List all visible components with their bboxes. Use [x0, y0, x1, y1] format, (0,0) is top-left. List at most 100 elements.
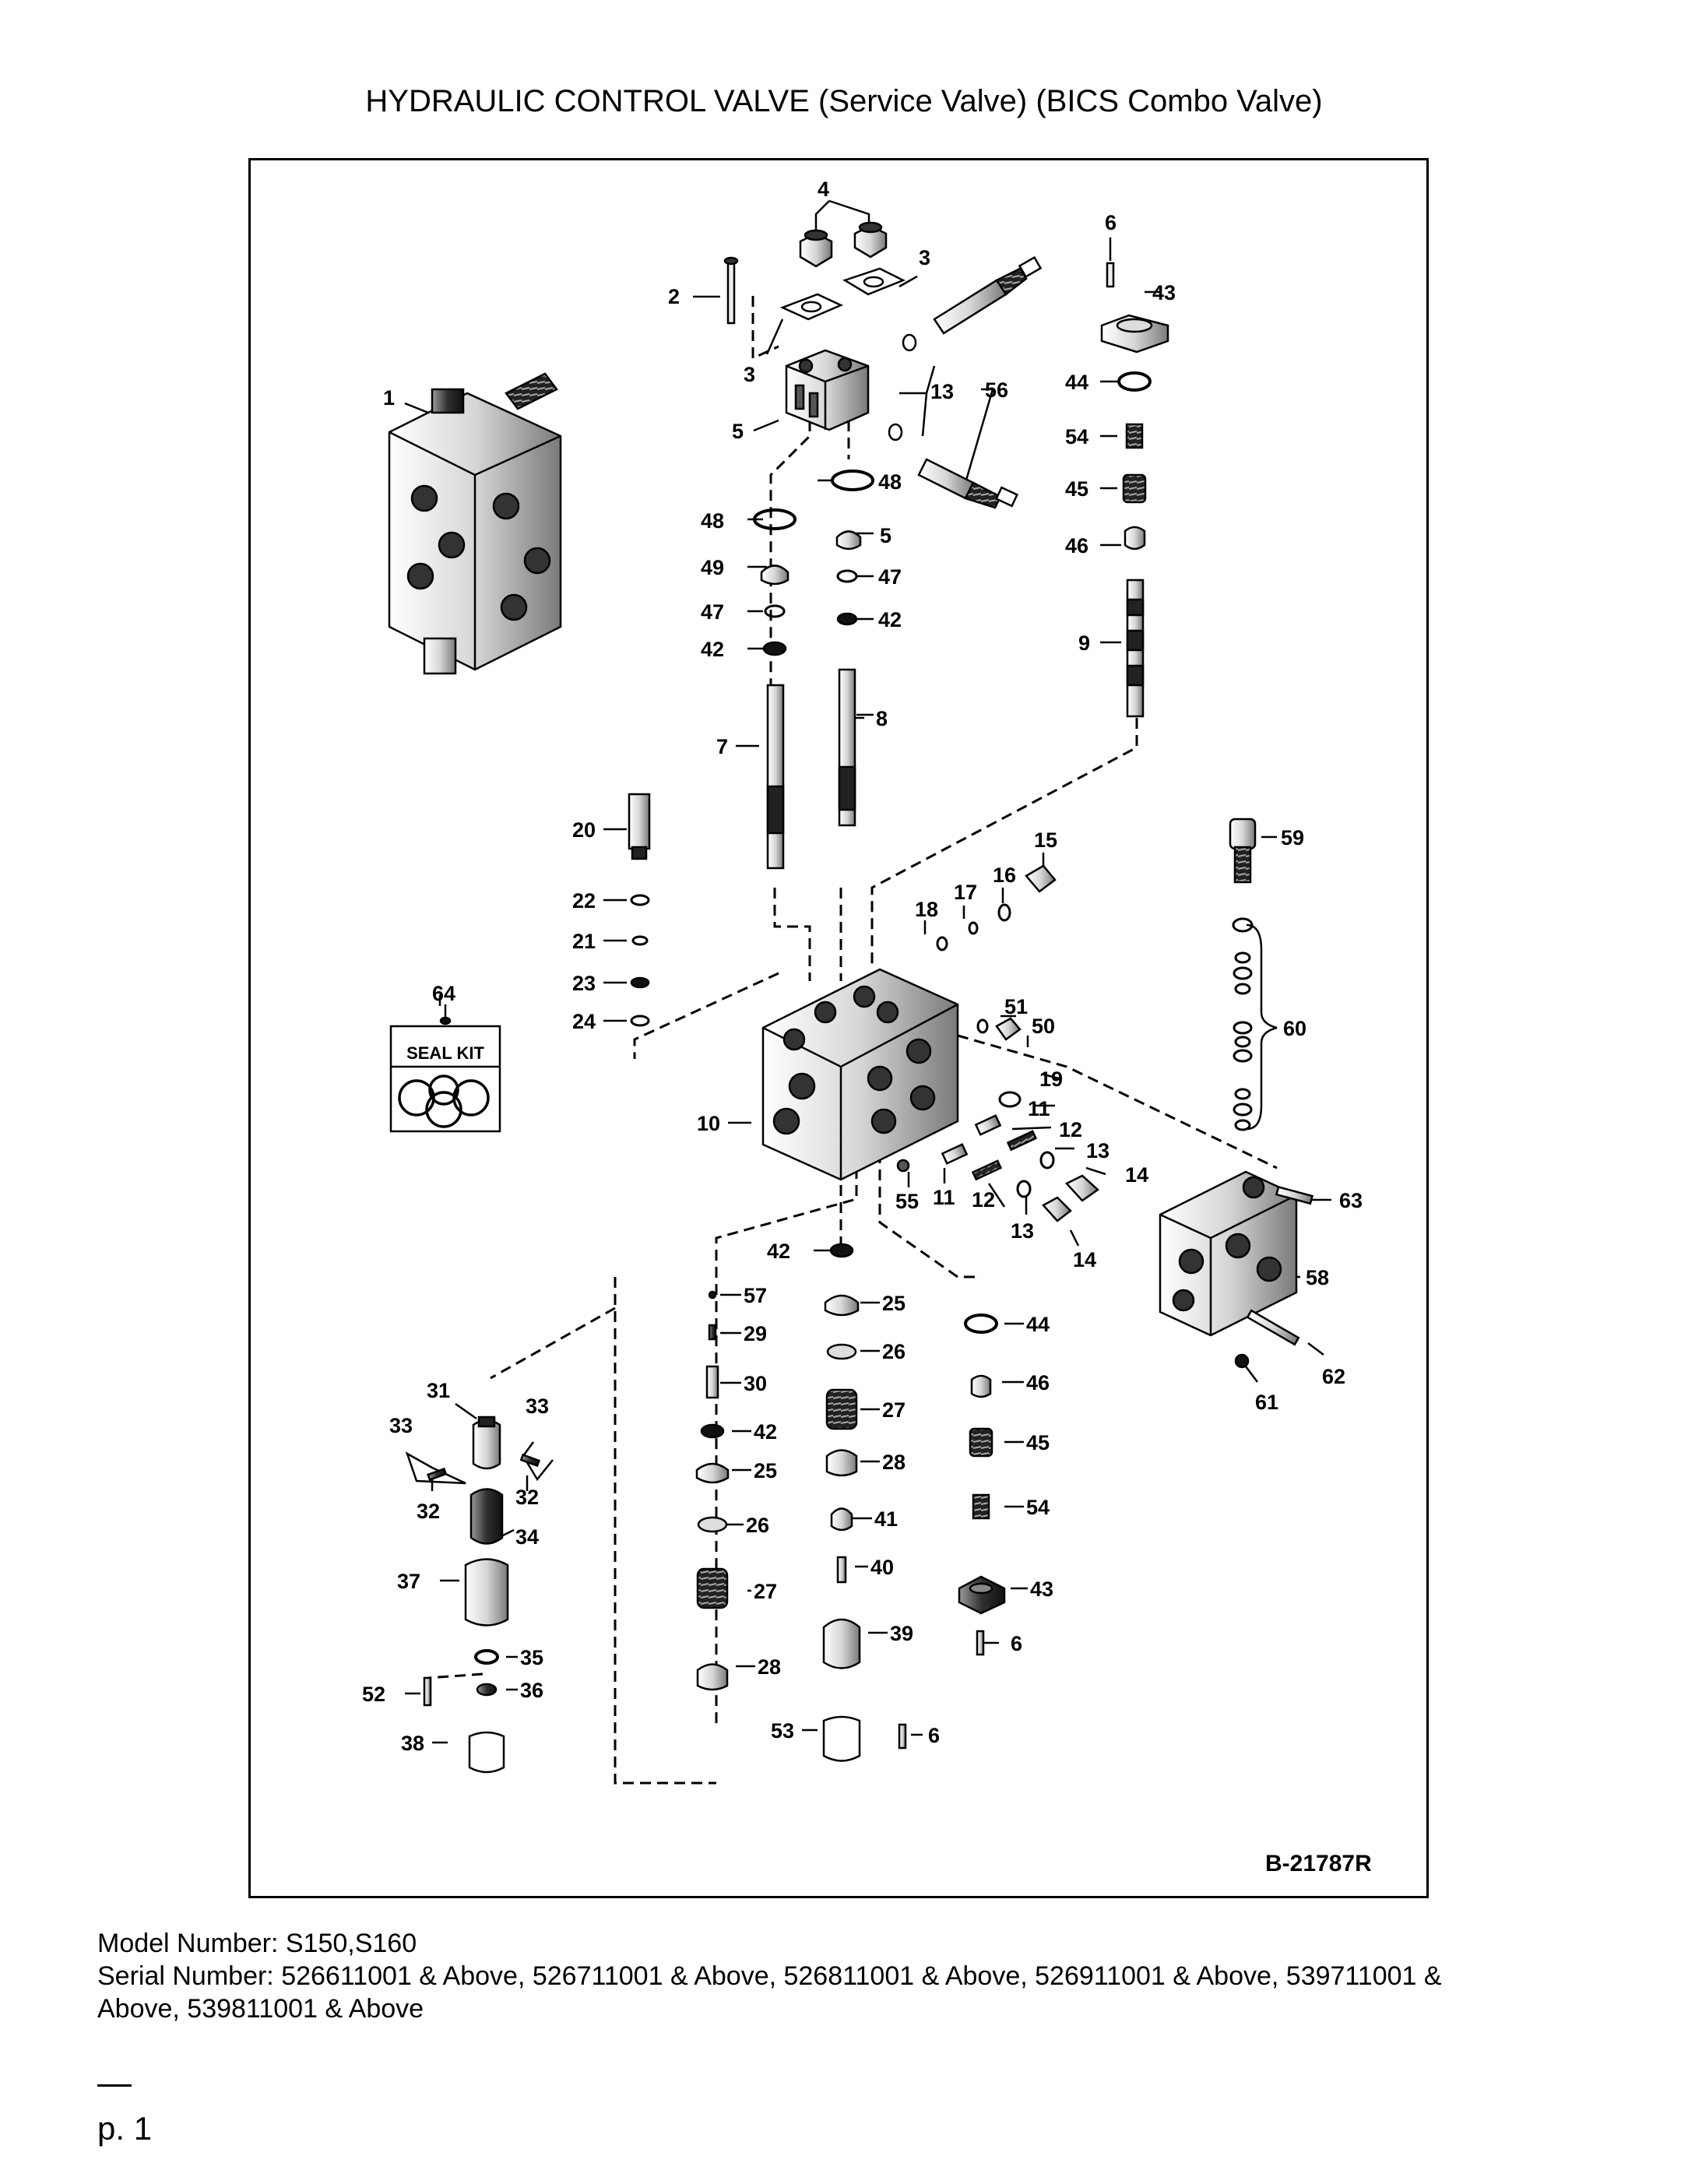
callout-2: 2: [668, 285, 680, 308]
callout-30: 30: [744, 1372, 767, 1395]
callout-60: 60: [1283, 1017, 1306, 1040]
part-6-screw-b: [976, 1630, 985, 1656]
callout-21: 21: [572, 930, 596, 953]
callout-9: 9: [1078, 631, 1090, 655]
part-1-valve-assembly: [388, 372, 562, 675]
part-23-oring: [630, 976, 650, 989]
part-5-washer: [835, 530, 862, 550]
part-28-seat-b: [696, 1663, 729, 1691]
callout-45: 45: [1065, 477, 1088, 501]
serial-number-line-1: Serial Number: 526611001 & Above, 526711…: [97, 1961, 1442, 1991]
part-28-seat-a: [825, 1449, 858, 1477]
callout-12: 12: [972, 1188, 995, 1212]
part-19-oring: [998, 1091, 1022, 1108]
part-56-solenoid-upper: [933, 255, 1043, 335]
part-39-cap: [822, 1618, 861, 1669]
callout-5: 5: [732, 420, 744, 443]
part-24-oring: [630, 1015, 650, 1027]
part-47-oring-a: [836, 569, 858, 583]
callout-1: 1: [383, 386, 395, 410]
part-63-bolt: [1275, 1185, 1314, 1205]
part-38-sleeve: [468, 1731, 505, 1774]
part-35-washer: [474, 1649, 499, 1665]
callout-33: 33: [526, 1394, 549, 1418]
part-14-plug-a: [1064, 1174, 1100, 1202]
part-13-oring-a: [1039, 1151, 1055, 1169]
callout-3: 3: [919, 246, 930, 269]
part-2-bolt: [726, 259, 736, 325]
part-45-spring-b: [969, 1427, 993, 1458]
callout-4: 4: [818, 178, 829, 201]
callout-11: 11: [1028, 1097, 1050, 1120]
part-48-oring-b: [753, 508, 797, 530]
callout-52: 52: [362, 1683, 385, 1706]
part-11-poppet-b: [941, 1143, 969, 1165]
part-22-oring: [630, 894, 650, 906]
callout-28: 28: [758, 1655, 781, 1679]
callout-44: 44: [1026, 1313, 1050, 1336]
part-46-seat-b: [970, 1374, 992, 1398]
callout-6: 6: [928, 1724, 940, 1747]
callout-44: 44: [1065, 371, 1088, 394]
part-32-pin-b: [519, 1453, 540, 1468]
part-14-plug-b: [1042, 1196, 1072, 1222]
callout-58: 58: [1306, 1266, 1329, 1289]
callout-61: 61: [1255, 1391, 1278, 1414]
part-11-poppet-a: [974, 1114, 1002, 1136]
part-16-oring: [997, 903, 1011, 922]
callout-56: 56: [985, 378, 1008, 402]
part-44-oring-top: [1117, 371, 1152, 392]
callout-49: 49: [701, 556, 724, 579]
callout-34: 34: [515, 1525, 539, 1549]
callout-7: 7: [716, 735, 728, 758]
part-50-plug: [995, 1017, 1022, 1041]
callout-55: 55: [895, 1190, 919, 1213]
callout-43: 43: [1152, 281, 1176, 304]
callout-27: 27: [882, 1398, 906, 1422]
callout-6: 6: [1105, 211, 1117, 234]
part-25-washer-b: [695, 1462, 730, 1484]
callout-18: 18: [915, 898, 938, 921]
callout-53: 53: [771, 1719, 794, 1743]
page-number-rule: [97, 2084, 132, 2087]
callout-13: 13: [1086, 1139, 1110, 1162]
callout-14: 14: [1073, 1248, 1096, 1271]
part-59-relief: [1229, 818, 1257, 884]
callout-15: 15: [1034, 828, 1057, 852]
part-27-spring-b: [696, 1567, 729, 1609]
callout-42: 42: [767, 1240, 790, 1263]
part-34-coil: [469, 1488, 504, 1545]
callout-17: 17: [954, 881, 977, 904]
page-number: p. 1: [97, 2110, 153, 2147]
part-37-housing: [464, 1558, 509, 1627]
part-57-ball: [708, 1290, 717, 1299]
callout-labels: 4 3 2 3 5 13 56 6 43 44 54 45 46 9 48 48…: [362, 178, 1363, 1755]
part-42-oring-c: [829, 1243, 854, 1258]
callout-19: 19: [1039, 1067, 1063, 1091]
part-54-spring-top: [1125, 423, 1144, 449]
callout-48: 48: [878, 470, 902, 494]
callout-42: 42: [701, 638, 724, 661]
leader-lines: [404, 199, 1331, 1744]
callout-63: 63: [1339, 1189, 1363, 1212]
callout-43: 43: [1030, 1577, 1053, 1601]
part-41-poppet: [830, 1507, 853, 1532]
model-number: Model Number: S150,S160: [97, 1929, 417, 1958]
callout-62: 62: [1322, 1365, 1345, 1388]
part-61-ball: [1234, 1353, 1250, 1369]
part-9-spool: [1126, 579, 1145, 718]
part-43-cap-b: [958, 1575, 1006, 1615]
part-42-oring-a: [836, 612, 858, 626]
part-64-seal-kit: [389, 1016, 501, 1133]
callout-26: 26: [882, 1340, 906, 1363]
callout-31: 31: [427, 1379, 450, 1402]
callout-46: 46: [1026, 1371, 1050, 1394]
part-52-screw: [423, 1676, 432, 1707]
part-27-spring-a: [825, 1388, 858, 1430]
part-60-oring-set: [1232, 917, 1254, 1131]
part-43-cap-top: [1100, 314, 1169, 353]
callout-13: 13: [930, 380, 954, 403]
callout-28: 28: [882, 1451, 906, 1474]
part-4-caps: [799, 221, 888, 268]
part-15-plug: [1025, 864, 1057, 893]
